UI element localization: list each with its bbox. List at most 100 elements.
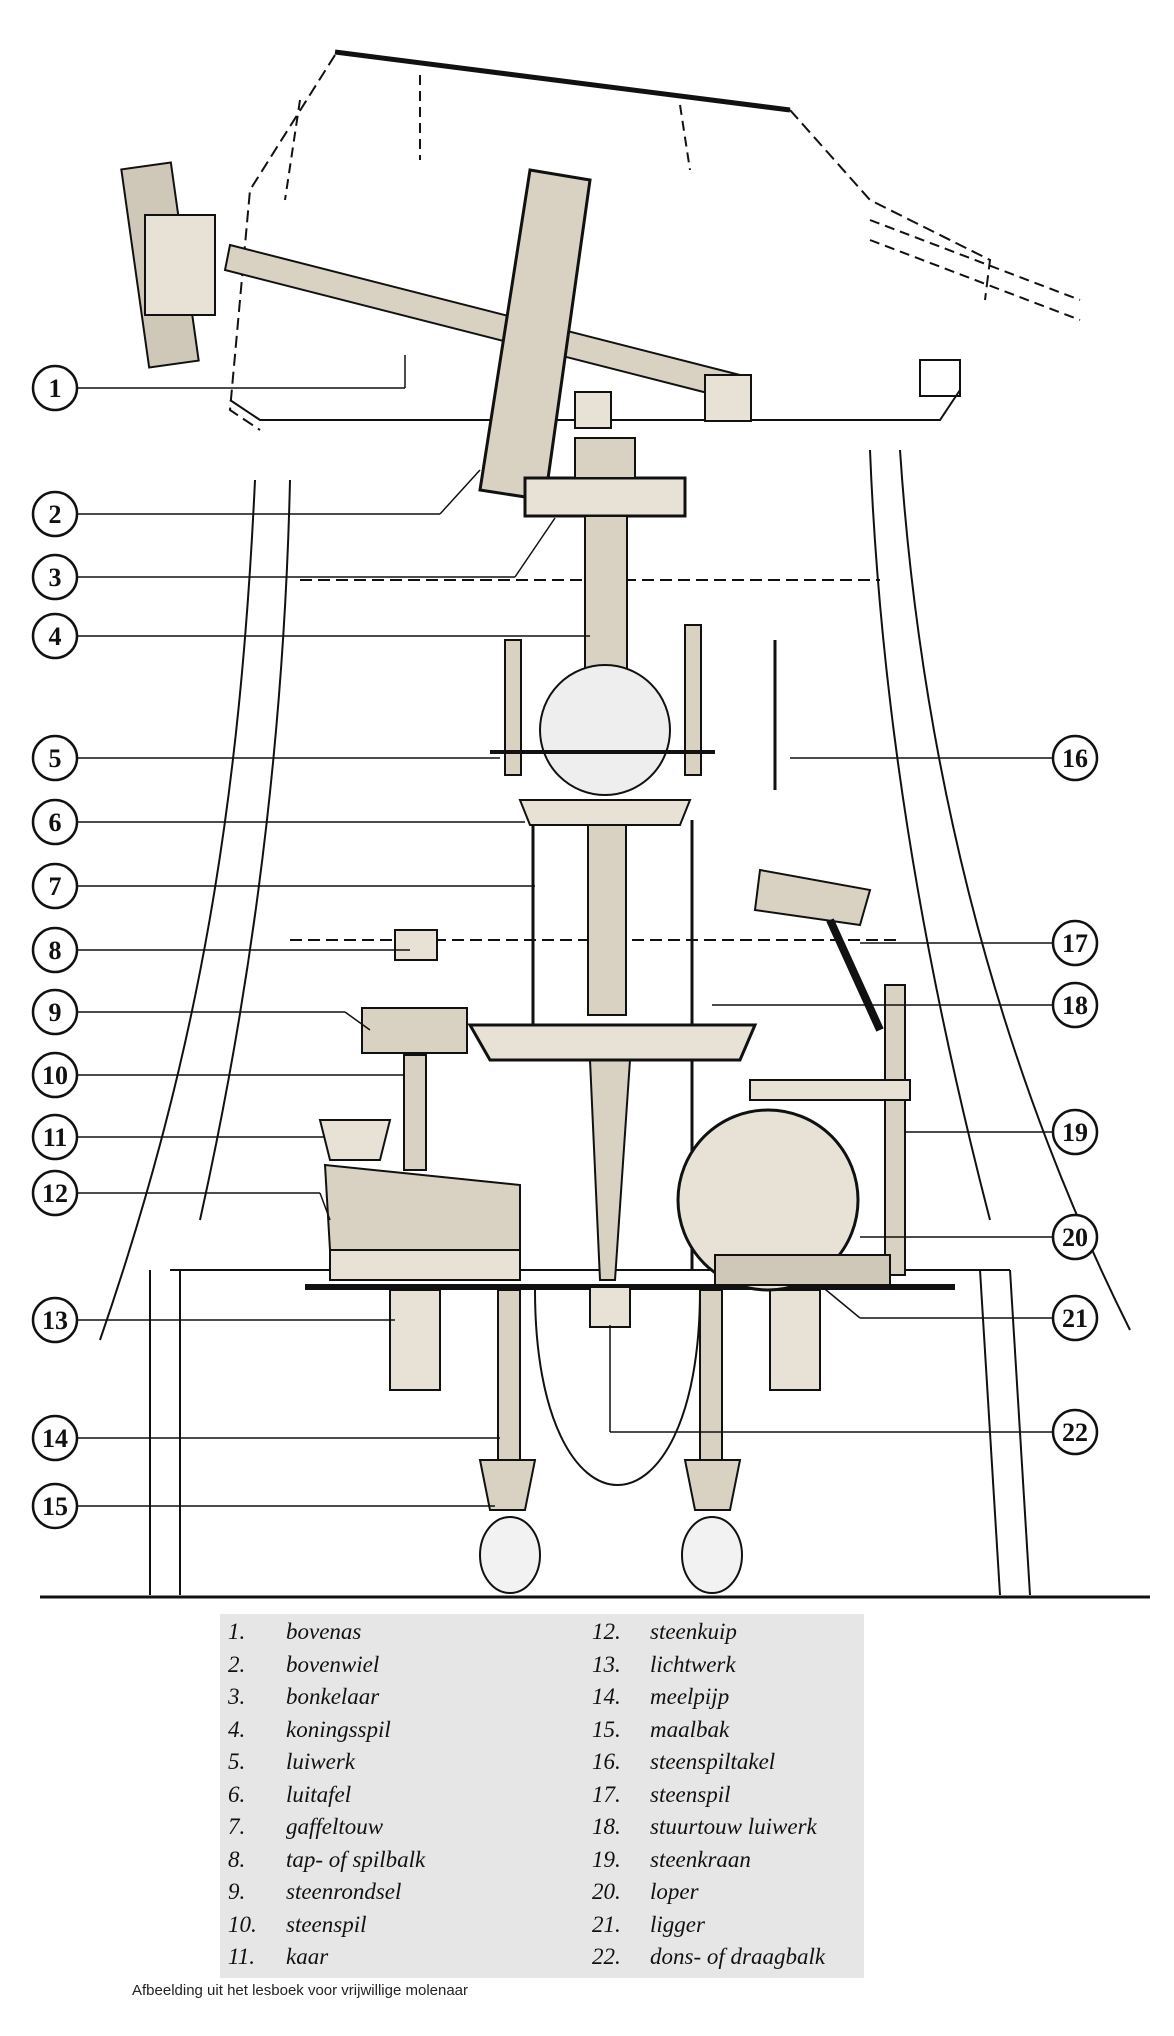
callout-5: 5 [31,734,79,782]
callout-8: 8 [31,926,79,974]
legend-label: loper [650,1879,699,1904]
legend-item: 7.gaffeltouw [228,1811,383,1843]
callout-circle [1051,1108,1099,1156]
legend-item: 18. stuurtouw luiwerk [592,1811,817,1843]
legend-item: 10.steenspil [228,1909,367,1941]
legend-item: 4.koningsspil [228,1714,391,1746]
legend-number: 18. [592,1814,621,1839]
legend-item: 8. tap- of spilbalk [228,1844,425,1876]
legend-number: 14. [592,1684,621,1709]
callout-circle [31,553,79,601]
legend-item: 13. lichtwerk [592,1649,736,1681]
callout-14: 14 [31,1414,79,1462]
callout-2: 2 [31,490,79,538]
callout-circle [1051,1294,1099,1342]
legend-label: steenkuip [650,1619,737,1644]
callout-number: 2 [49,500,62,529]
figure-caption: Afbeelding uit het lesboek voor vrijwill… [132,1982,469,1999]
legend-number: 19. [592,1846,621,1872]
callout-1: 1 [31,364,79,412]
callout-15: 15 [31,1482,79,1530]
legend-item: 6.luitafel [228,1779,351,1811]
callout-number: 1 [49,374,62,403]
callout-number: 5 [49,744,62,773]
legend-label: gaffeltouw [286,1814,384,1839]
legend-label: luiwerk [286,1749,355,1774]
legend-item: 12. steenkuip [592,1616,737,1648]
callout-number: 20 [1062,1223,1088,1252]
callout-number: 17 [1062,929,1088,958]
legend-number: 21. [592,1911,621,1937]
wallower [523,391,687,518]
legend-label: maalbak [650,1716,730,1742]
legend-number: 10. [228,1911,257,1937]
callout-number: 11 [43,1123,68,1152]
callout-circle [31,734,79,782]
callout-7: 7 [31,862,79,910]
callout-circle [31,1296,79,1344]
legend-number: 11. [228,1944,256,1969]
legend-item: 14.meelpijp [592,1681,729,1713]
callout-4: 4 [31,612,79,660]
callout-number: 16 [1062,744,1088,773]
legend-label: tap- of spilbalk [286,1846,426,1872]
legend-number: 15. [592,1716,621,1742]
legend-item: 21. ligger [592,1909,705,1941]
great-spur-wheel [467,1023,758,1062]
callout-17: 17 [1051,919,1099,967]
callout-20: 20 [1051,1213,1099,1261]
legend-number: 20. [592,1879,621,1904]
callout-22: 22 [1051,1408,1099,1456]
callout-circle [1051,734,1099,782]
tower-body [40,449,1150,1599]
legend-number: 9. [228,1879,246,1904]
leader-lines [55,355,1075,1507]
callout-number: 22 [1062,1418,1088,1447]
legend-number: 13. [592,1651,621,1677]
meal-bins [478,1459,743,1594]
legend-label: steenkraan [650,1846,751,1872]
callout-9: 9 [31,988,79,1036]
callout-6: 6 [31,798,79,846]
legend-label: stuurtouw luiwerk [650,1814,817,1839]
callout-number: 10 [42,1061,68,1090]
legend-number: 8. [228,1846,246,1872]
king-spindle [584,515,632,1281]
legend-label: steenspiltakel [650,1749,776,1774]
legend-number: 12. [592,1619,621,1644]
callout-18: 18 [1051,981,1099,1029]
legend-label: steenspil [650,1781,731,1807]
callout-circle [31,1113,79,1161]
callout-number: 7 [49,872,62,901]
legend-number: 2. [228,1651,246,1677]
callout-16: 16 [1051,734,1099,782]
callout-circle [31,798,79,846]
stone-case-left [318,1119,521,1281]
legend-number: 6. [228,1781,246,1807]
legend-item: 9.steenrondsel [228,1876,401,1908]
runner-stone [676,1108,891,1292]
legend-label: bonkelaar [286,1684,380,1709]
callout-circle [1051,1408,1099,1456]
callout-number: 19 [1062,1118,1088,1147]
callout-12: 12 [31,1169,79,1217]
callout-number: 21 [1062,1304,1088,1333]
legend-label: ligger [650,1911,705,1937]
legend-item: 2.bovenwiel [228,1649,379,1681]
callout-number: 9 [49,998,62,1027]
callout-circle [31,1051,79,1099]
legend-item: 1.bovenas [228,1616,361,1648]
legend-label: lichtwerk [650,1651,736,1677]
callout-3: 3 [31,553,79,601]
legend-number: 1. [228,1619,246,1644]
callout-circle [31,1169,79,1217]
upper-shaft [120,161,752,422]
legend-item: 22.dons- of draagbalk [592,1941,825,1973]
legend-number: 22. [592,1944,621,1969]
legend-item: 15. maalbak [592,1714,729,1746]
legend-number: 4. [228,1716,246,1742]
callout-number: 6 [49,808,62,837]
